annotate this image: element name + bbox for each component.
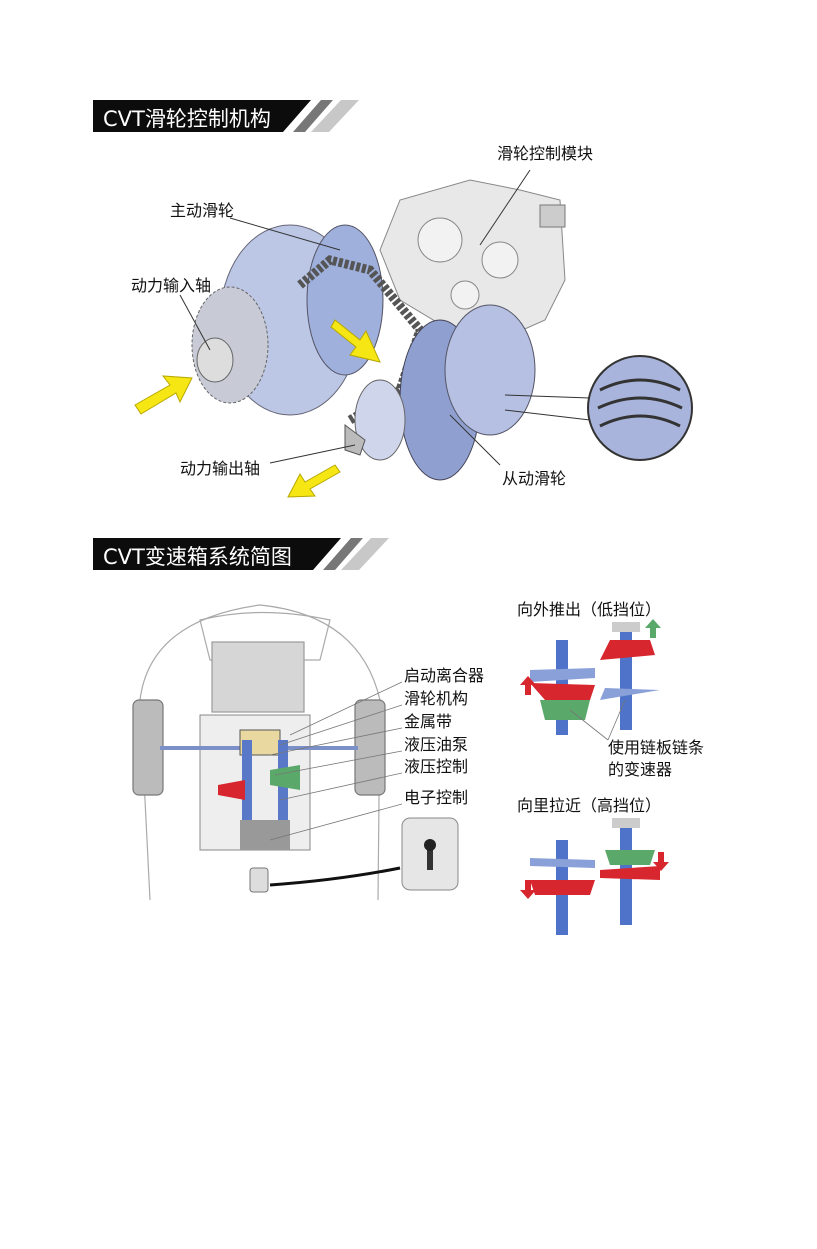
wheel-left: [132, 699, 164, 796]
label-chain-note-1: 使用链板链条: [608, 738, 705, 757]
cvt-pulley-illustration: [134, 169, 693, 498]
label-hydraulic-control: 液压控制: [404, 757, 469, 776]
control-module-graphic: [379, 179, 566, 341]
down-arrow-icon: [520, 880, 536, 899]
wheel-right: [354, 699, 386, 796]
up-arrow-icon: [520, 676, 536, 695]
label-low-gear: 向外推出（低挡位）: [517, 600, 662, 619]
input-arrow-icon: [134, 375, 193, 415]
label-clutch: 启动离合器: [404, 666, 485, 685]
up-arrow-icon: [645, 619, 661, 638]
low-gear-pulley-graphic: [520, 619, 661, 735]
high-gear-pulley-graphic: [520, 818, 669, 935]
car-outline: [132, 604, 386, 901]
label-metal-belt: 金属带: [404, 712, 453, 731]
chain-note-pointer: [569, 699, 626, 741]
label-drive-pulley: 主动滑轮: [170, 201, 235, 220]
section-banner-system-diagram: CVT变速箱系统简图: [93, 538, 389, 570]
label-high-gear: 向里拉近（高挡位）: [517, 796, 662, 815]
output-arrow-icon: [287, 464, 341, 498]
section-banner-pulley-control: CVT滑轮控制机构: [93, 100, 359, 132]
label-output-shaft: 动力输出轴: [180, 459, 261, 478]
chain-detail-magnifier: [504, 355, 693, 461]
label-control-module: 滑轮控制模块: [497, 144, 594, 163]
leader-lines: [269, 681, 403, 841]
transmission-graphic: [160, 714, 459, 893]
label-hydraulic-pump: 液压油泵: [404, 735, 469, 754]
label-input-shaft: 动力输入轴: [131, 276, 212, 295]
driven-pulley-graphic: [344, 304, 536, 481]
label-electronic-control: 电子控制: [404, 788, 469, 807]
down-arrow-icon: [653, 852, 669, 871]
flow-arrow-icon: [330, 319, 381, 363]
label-pulley-mechanism: 滑轮机构: [404, 689, 469, 708]
section-title: CVT变速箱系统简图: [103, 545, 292, 569]
gear-selector-small: [249, 867, 269, 893]
leader-lines: [179, 169, 531, 466]
section-title: CVT滑轮控制机构: [103, 107, 271, 131]
label-chain-note-2: 的变速器: [608, 760, 673, 779]
label-driven-pulley: 从动滑轮: [502, 469, 567, 488]
